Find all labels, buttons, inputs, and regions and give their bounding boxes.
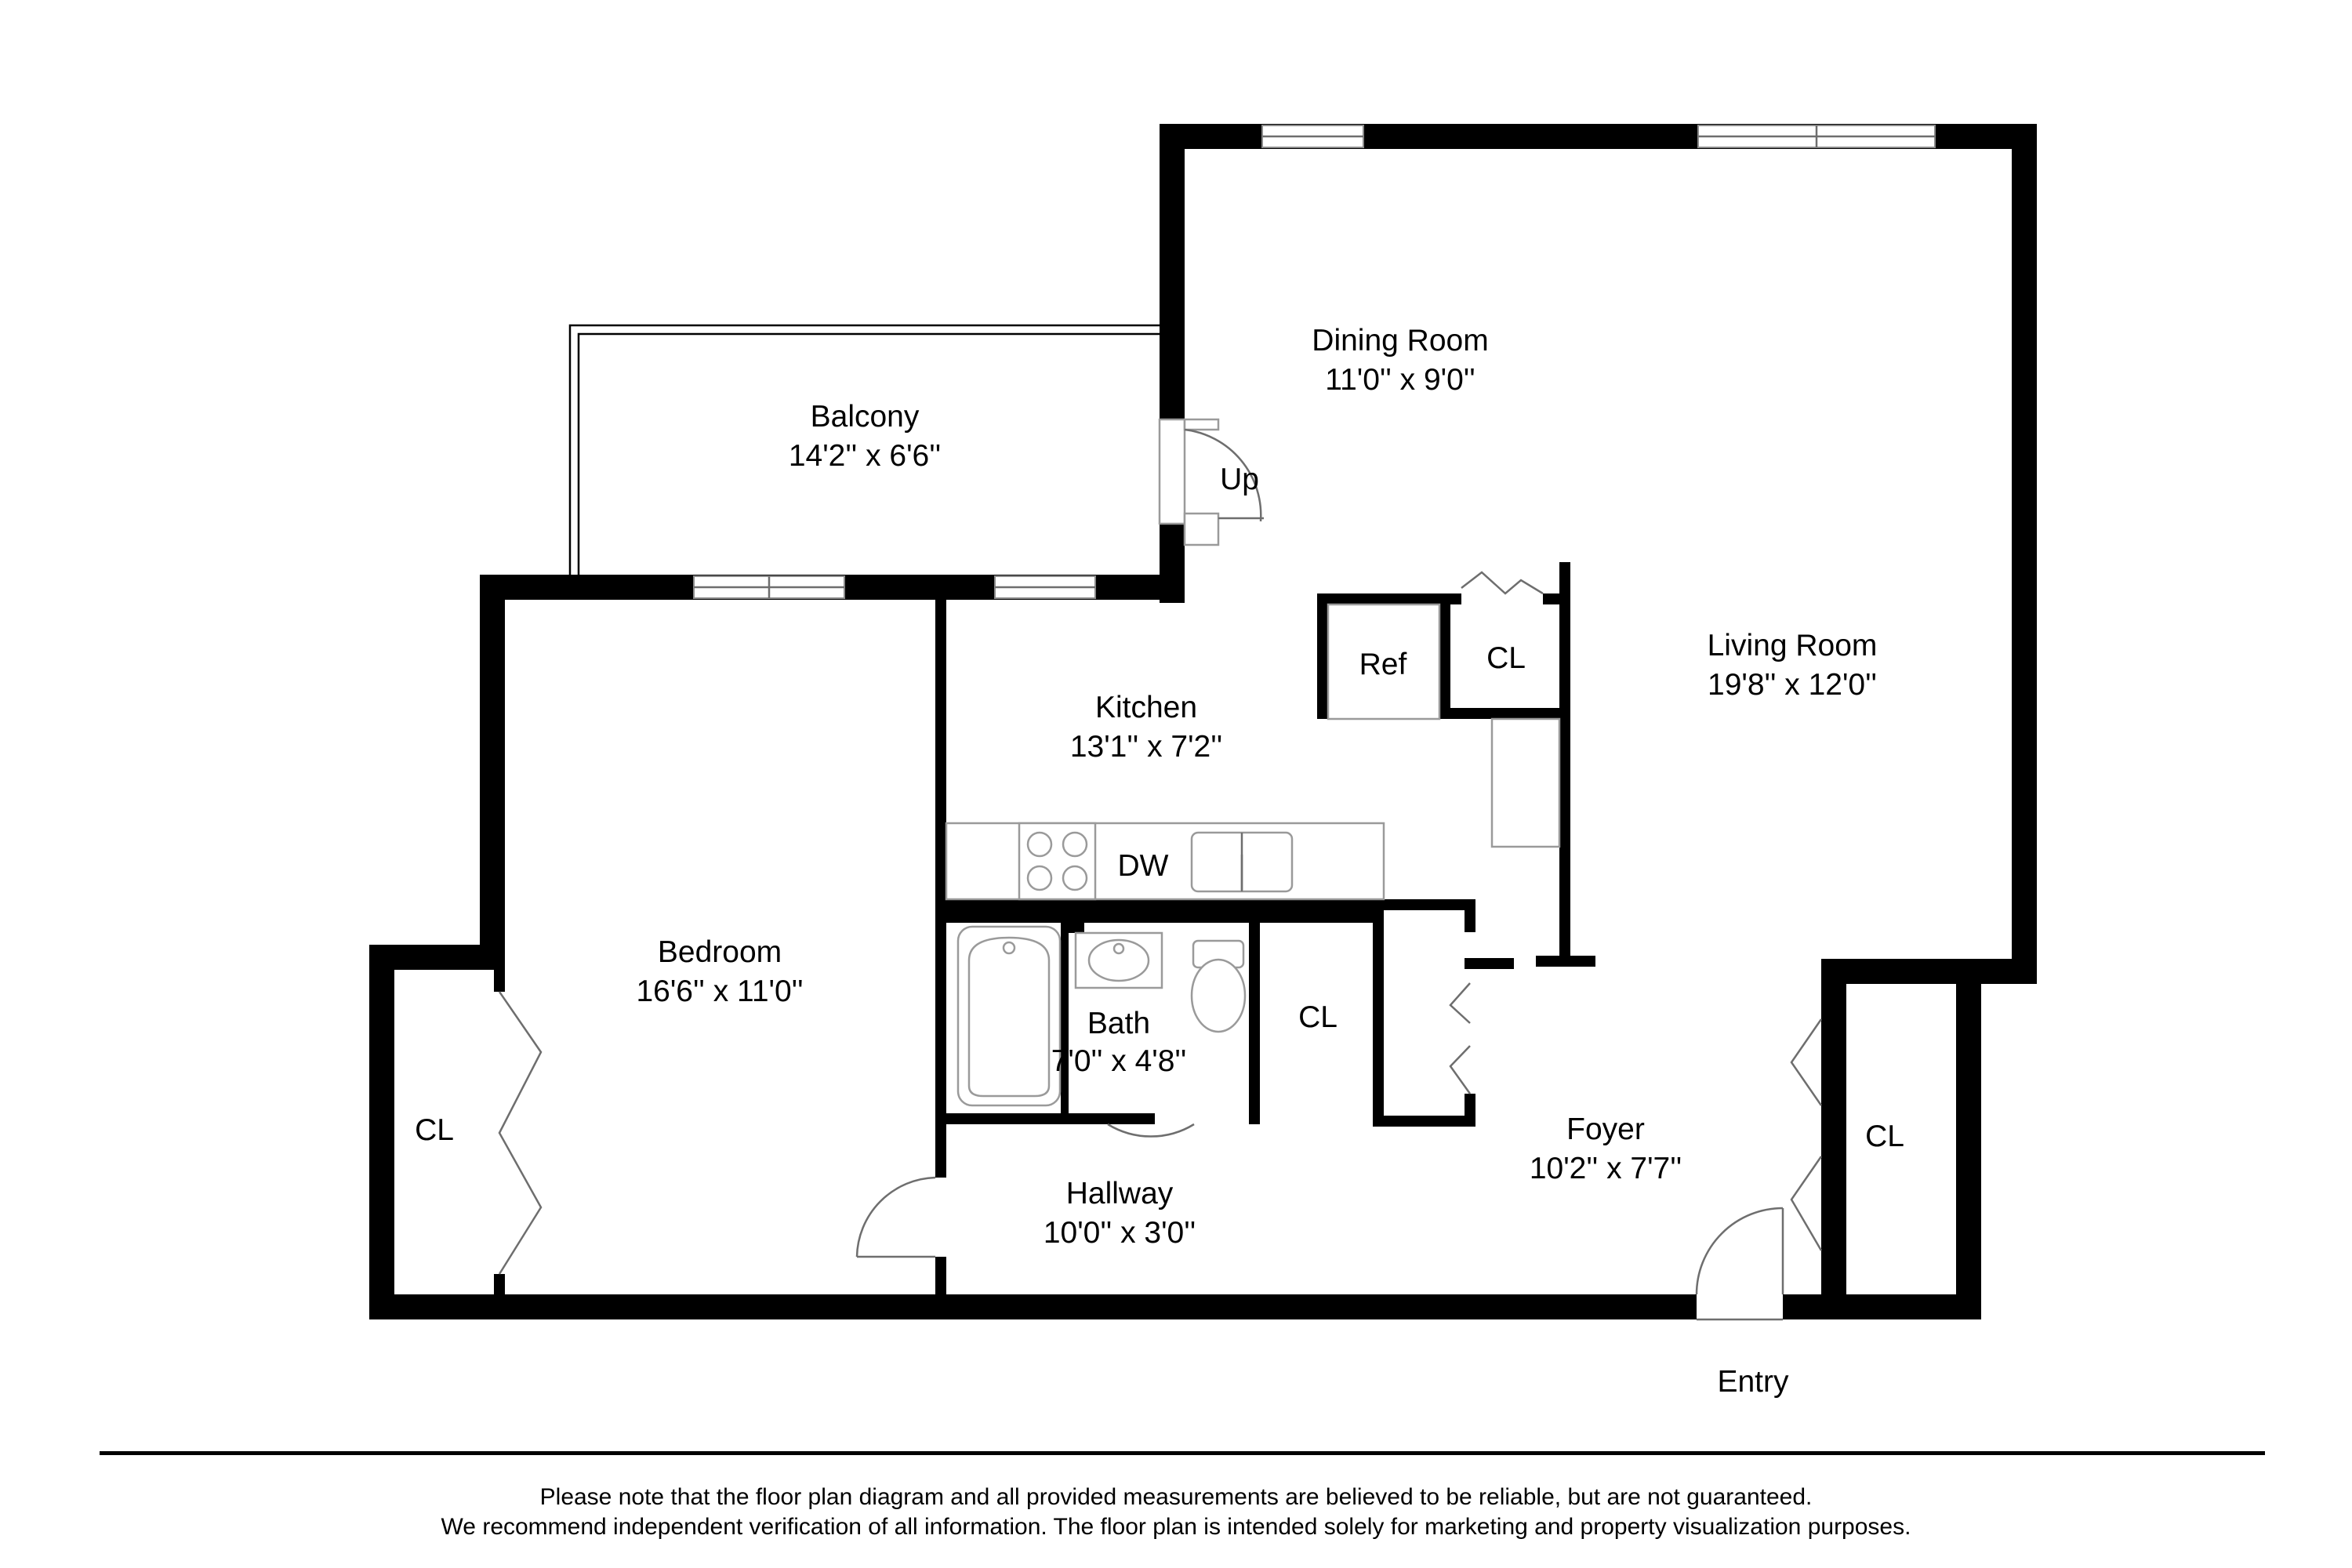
step-up-label: Up [1220, 463, 1259, 496]
bath-dims: 7'0'' x 4'8'' [1051, 1044, 1187, 1078]
bedroom-dims: 16'6'' x 11'0'' [636, 975, 803, 1008]
ref-label: Ref [1359, 648, 1407, 681]
stove [1018, 822, 1097, 901]
foyer-name: Foyer [1566, 1112, 1645, 1146]
walls [369, 124, 2037, 1319]
doors [498, 418, 1823, 1321]
dining-room-name: Dining Room [1312, 324, 1488, 358]
bath-name: Bath [1087, 1007, 1150, 1040]
fixtures [945, 603, 1561, 1107]
disclaimer-line-1: Please note that the floor plan diagram … [539, 1484, 1813, 1510]
windows [693, 125, 1936, 599]
dining-room-dims: 11'0'' x 9'0'' [1325, 363, 1475, 397]
kitchen-closet-label: CL [1486, 641, 1526, 675]
bedroom-closet-label: CL [415, 1113, 454, 1147]
balcony-outline [568, 324, 1163, 575]
living-room-dims: 19'8'' x 12'0'' [1708, 668, 1877, 702]
refrigerator [1327, 603, 1441, 720]
disclaimer-line-2: We recommend independent verification of… [441, 1514, 1911, 1540]
kitchen-name: Kitchen [1095, 691, 1197, 724]
bath-closet-label: CL [1298, 1000, 1338, 1034]
footer-divider [100, 1451, 2265, 1455]
hallway-dims: 10'0'' x 3'0'' [1044, 1216, 1196, 1250]
balcony-dims: 14'2'' x 6'6'' [789, 439, 941, 473]
kitchen-dims: 13'1'' x 7'2'' [1070, 730, 1222, 764]
entry-label: Entry [1717, 1365, 1789, 1399]
dishwasher-label: DW [1118, 849, 1169, 883]
balcony-name: Balcony [811, 400, 920, 434]
hallway-name: Hallway [1066, 1177, 1174, 1210]
foyer-closet-label: CL [1865, 1120, 1904, 1153]
room-labels: Dining Room 11'0'' x 9'0'' Balcony 14'2'… [415, 324, 1904, 1399]
living-room-name: Living Room [1708, 629, 1878, 662]
bedroom-name: Bedroom [658, 935, 782, 969]
foyer-dims: 10'2'' x 7'7'' [1530, 1152, 1682, 1185]
